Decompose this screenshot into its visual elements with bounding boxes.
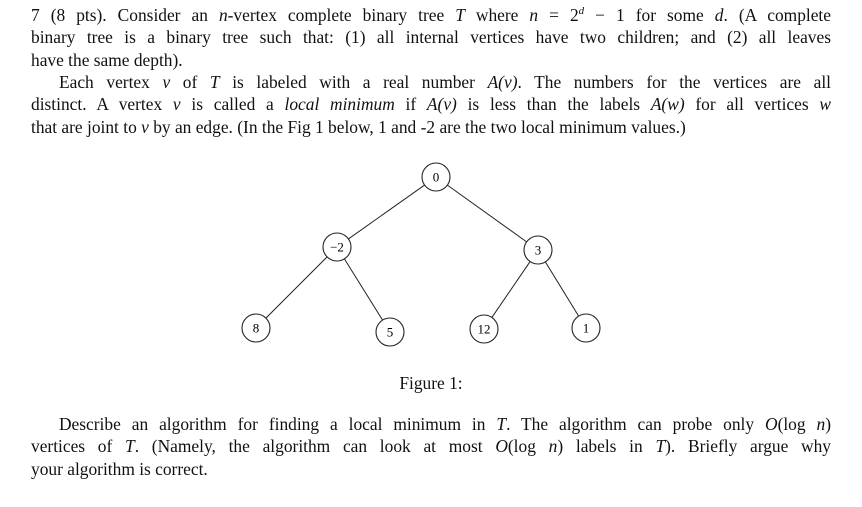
problem-definition: Each vertex v of T is labeled with a rea… xyxy=(31,71,831,138)
tree-node-circle xyxy=(421,162,451,192)
tree-node-root: 0 xyxy=(421,162,451,192)
tree-edge xyxy=(348,184,425,240)
tree-node-lr: 5 xyxy=(375,317,405,347)
tree-node-circle xyxy=(322,232,352,262)
definition-line-2: distinct. A vertex v is called a local m… xyxy=(31,94,831,115)
definition-line-3: that are joint to v by an edge. (In the … xyxy=(31,116,686,137)
intro-line-3: have the same depth). xyxy=(31,49,183,70)
tree-node-left: −2 xyxy=(322,232,352,262)
tree-node-circle xyxy=(375,317,405,347)
task-line-2: vertices of T. (Namely, the algorithm ca… xyxy=(31,436,831,457)
tree-node-circle xyxy=(469,314,499,344)
task-line-1: Describe an algorithm for finding a loca… xyxy=(59,414,832,434)
tree-node-label: 5 xyxy=(387,325,394,340)
tree-node-label: 1 xyxy=(583,321,590,336)
tree-node-circle xyxy=(523,235,553,265)
tree-node-rl: 12 xyxy=(469,314,499,344)
tree-node-circle xyxy=(241,313,271,343)
intro-line-2: binary tree is a binary tree such that: … xyxy=(31,27,831,48)
tree-edge xyxy=(343,258,384,321)
intro-line-1: 7 (8 pts). Consider an n-vertex complete… xyxy=(31,5,831,25)
tree-edge xyxy=(265,256,328,319)
tree-node-circle xyxy=(571,313,601,343)
tree-node-ll: 8 xyxy=(241,313,271,343)
problem-intro: 7 (8 pts). Consider an n-vertex complete… xyxy=(31,4,831,71)
figure-caption: Figure 1: xyxy=(399,373,463,393)
problem-task: Describe an algorithm for finding a loca… xyxy=(31,413,831,480)
tree-node-label: 3 xyxy=(535,243,542,258)
tree-node-label: −2 xyxy=(330,240,344,255)
tree-edge xyxy=(544,261,580,317)
tree-edge xyxy=(491,261,531,318)
tree-edge xyxy=(447,184,527,243)
tree-node-label: 8 xyxy=(253,321,260,336)
tree-edges xyxy=(265,184,580,321)
tree-node-right: 3 xyxy=(523,235,553,265)
tree-node-rr: 1 xyxy=(571,313,601,343)
tree-node-label: 0 xyxy=(433,170,440,185)
tree-nodes: 0 −2 3 8 5 12 1 xyxy=(241,162,601,347)
tree-node-label: 12 xyxy=(478,322,491,337)
definition-line-1: Each vertex v of T is labeled with a rea… xyxy=(59,72,831,92)
task-line-3: your algorithm is correct. xyxy=(31,458,208,479)
